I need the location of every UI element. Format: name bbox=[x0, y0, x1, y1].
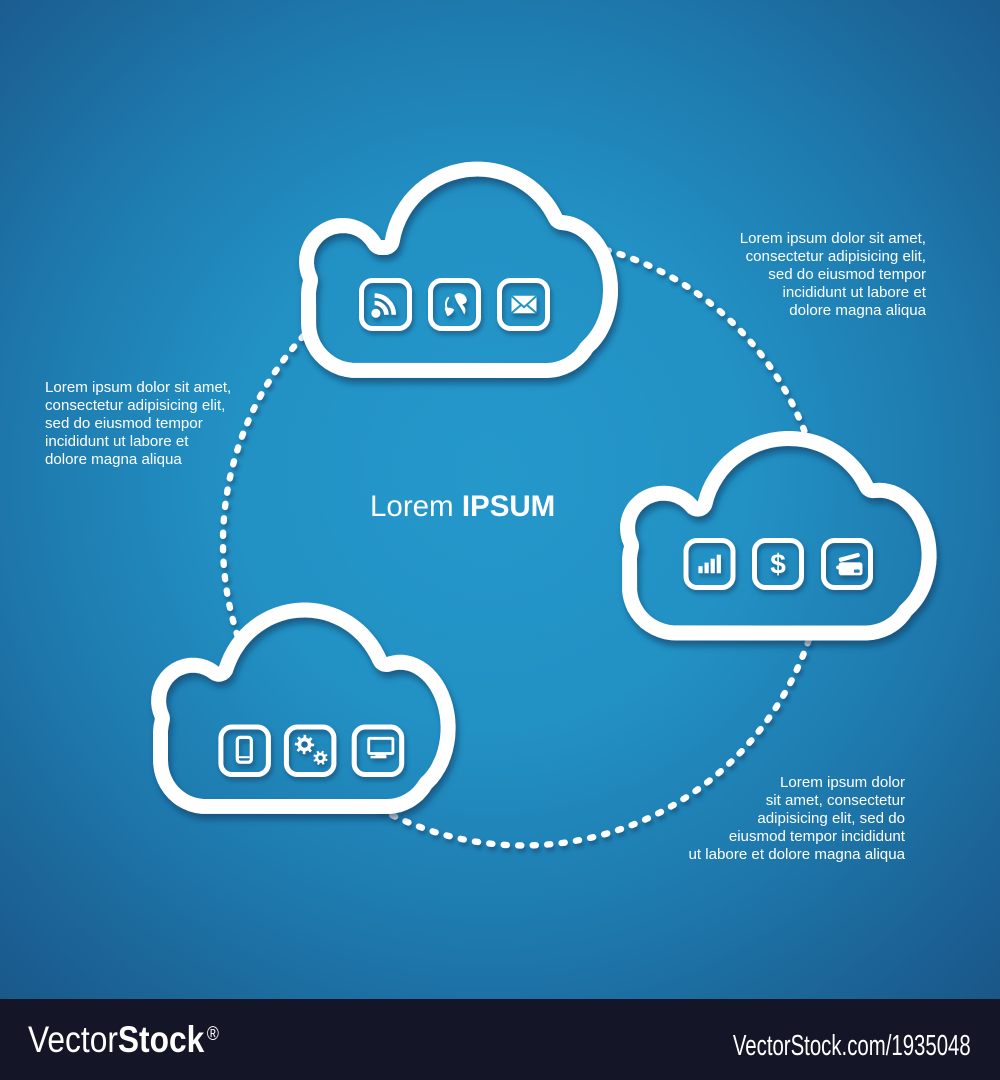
svg-text:$: $ bbox=[770, 549, 786, 580]
